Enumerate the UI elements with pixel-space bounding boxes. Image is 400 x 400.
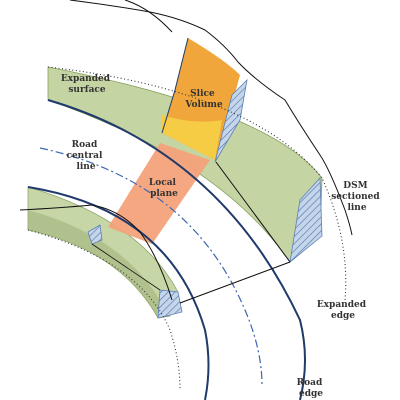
expanded-edge-inner (27, 229, 181, 391)
section-patch-lower (157, 289, 183, 319)
connector-bottom (179, 261, 291, 304)
slice-volume-hatch (214, 78, 248, 163)
expanded-edge-outer (47, 66, 347, 301)
slice-volume-lower (162, 115, 222, 160)
label-dsm-sectioned-line: DSM sectioned line (331, 181, 383, 213)
dsm-sectioned-line-inner (19, 204, 173, 301)
dsm-sectioned-line-top (124, 0, 173, 33)
label-expanded-edge: Expanded edge (317, 300, 369, 321)
road-edge-outer (47, 99, 306, 400)
local-plane (108, 143, 210, 244)
label-slice-volume: Slice Volume (184, 89, 223, 110)
road-central-line (39, 147, 263, 386)
connector-top (215, 161, 291, 263)
label-road-edge: Road edge (297, 378, 326, 399)
label-local-plane: Local plane (149, 178, 179, 199)
road-edge-inner (27, 186, 210, 400)
inner-band-shadow (28, 210, 160, 318)
slice-volume-edge (161, 37, 189, 134)
connector-left (91, 243, 161, 291)
section-patch-left (87, 224, 103, 245)
label-road-central-line: Road central line (66, 140, 105, 172)
label-expanded-surface: Expanded surface (61, 74, 113, 95)
